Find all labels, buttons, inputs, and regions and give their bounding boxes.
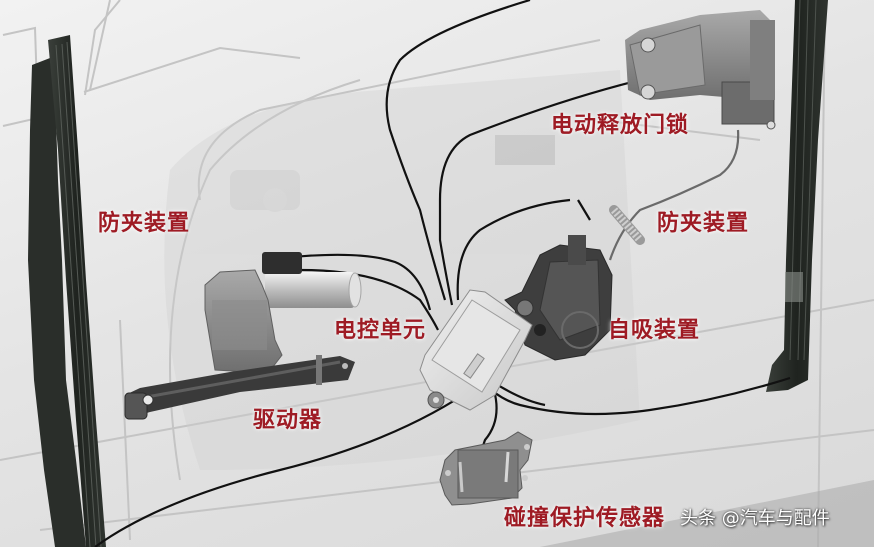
window-actuator	[124, 252, 362, 420]
label-ecu: 电控单元	[334, 318, 427, 343]
label-collision-sensor: 碰撞保护传感器	[504, 506, 666, 531]
soft-close-device	[504, 235, 613, 361]
lock-cable	[608, 129, 740, 261]
anti-pinch-spring-right	[609, 205, 645, 245]
label-anti-pinch-right: 防夹装置	[657, 211, 750, 236]
electric-release-lock	[625, 10, 776, 130]
label-electric-release-lock: 电动释放门锁	[551, 113, 690, 138]
right-door-seal	[766, 0, 828, 392]
left-door-seal	[28, 35, 106, 547]
label-actuator: 驱动器	[253, 408, 323, 433]
watermark: 头条 @汽车与配件	[680, 508, 830, 529]
bottom-sill-shade	[540, 480, 874, 547]
collision-sensor-bracket	[439, 431, 533, 506]
label-anti-pinch-left: 防夹装置	[98, 211, 191, 236]
label-soft-close: 自吸装置	[608, 318, 701, 343]
ecu-box	[419, 289, 533, 411]
